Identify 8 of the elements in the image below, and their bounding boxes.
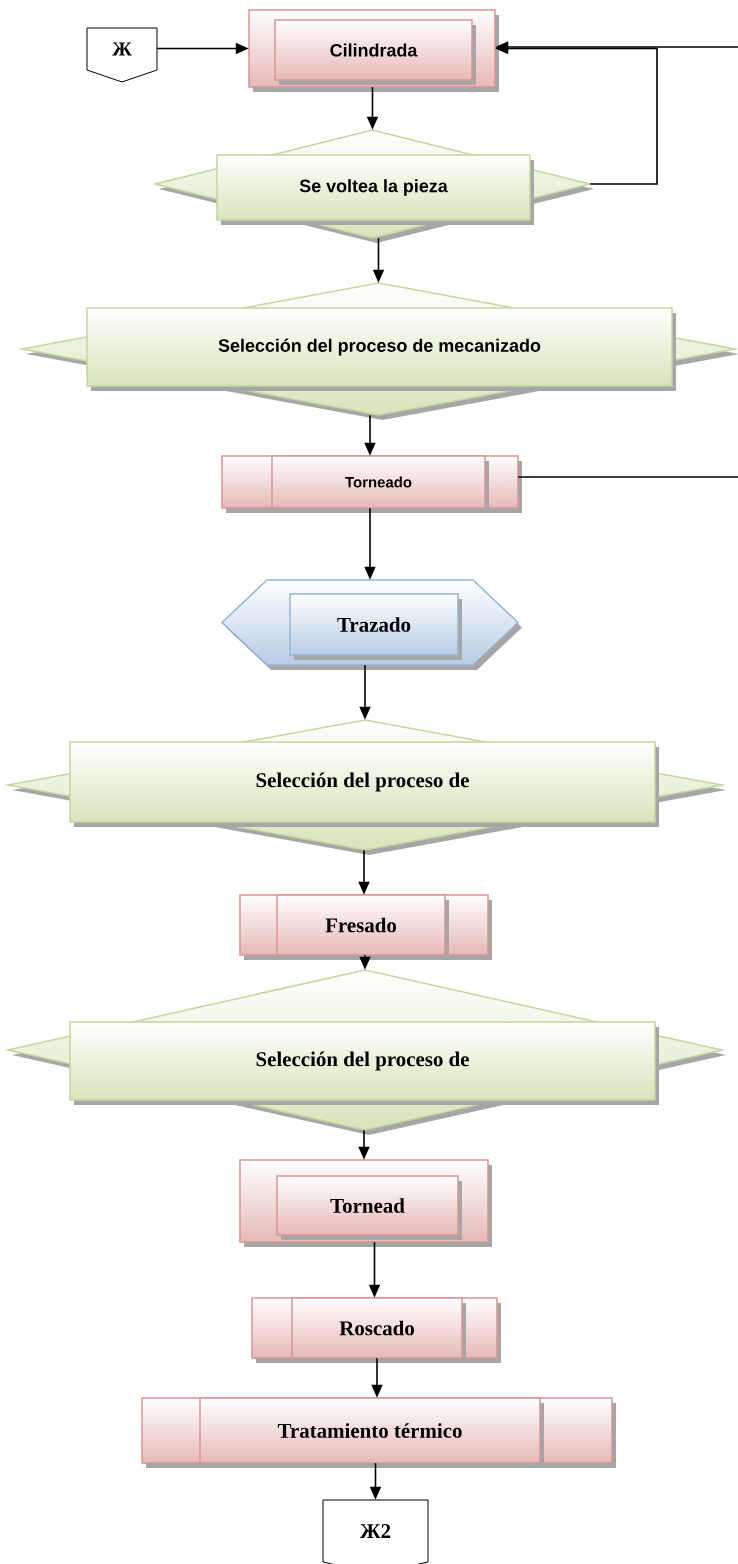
off-page-connector: Ж2 (322, 1499, 429, 1564)
process-box: Fresado (239, 894, 492, 960)
process-box: Tratamiento térmico (141, 1397, 616, 1468)
process-box: Cilindrada (248, 9, 499, 92)
process-box: Roscado (251, 1297, 501, 1363)
process-box: Tornead (239, 1159, 492, 1247)
process-box: Torneado (221, 455, 522, 513)
off-page-connector: Ж (86, 27, 158, 83)
